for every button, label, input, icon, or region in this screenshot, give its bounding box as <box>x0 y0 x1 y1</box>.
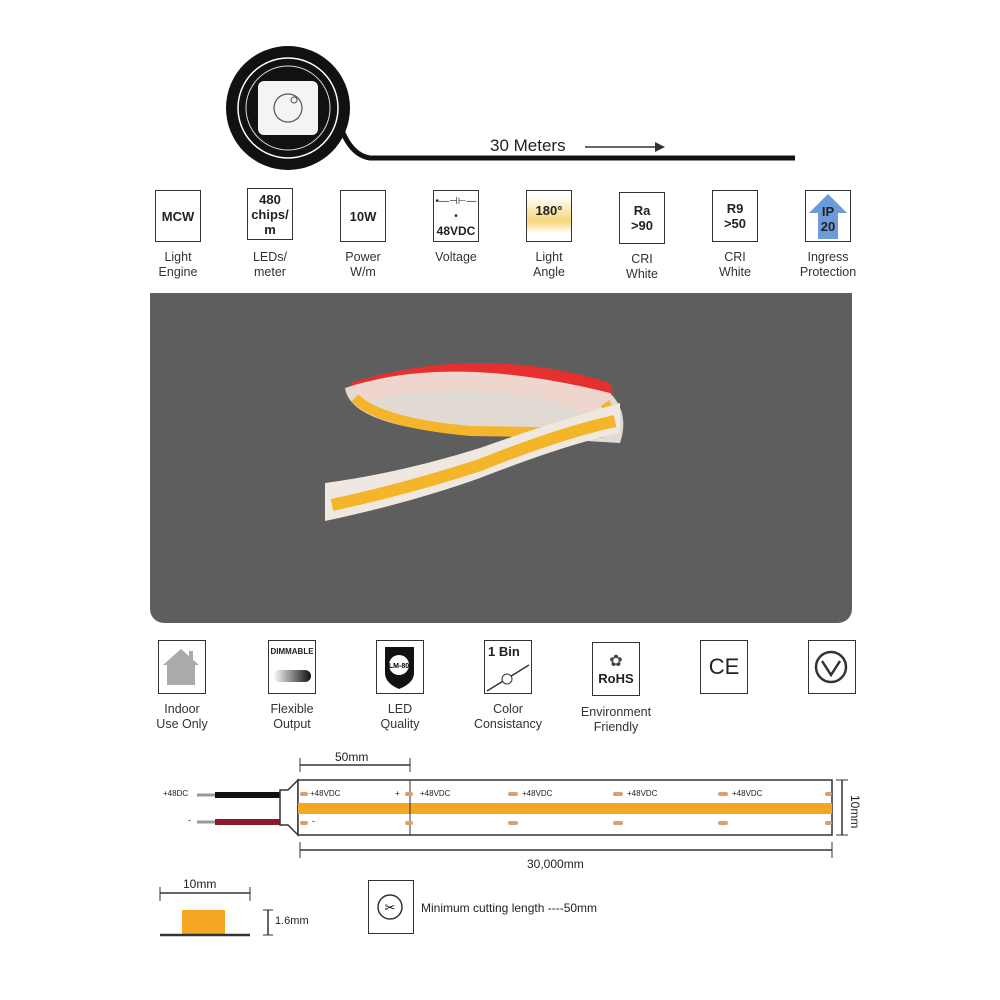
thickness-label: 1.6mm <box>275 915 309 927</box>
length-label: 30 Meters <box>490 136 566 155</box>
cutting-length-label: Minimum cutting length ----50mm <box>421 901 598 915</box>
feature-label: Indoor Use Only <box>156 702 208 731</box>
r9-icon: R9 >50 <box>712 190 758 242</box>
led-reel-illustration <box>226 46 795 170</box>
spec-label: CRI White <box>626 252 658 281</box>
spec-label: LEDs/ meter <box>252 250 288 279</box>
svg-text:✂: ✂ <box>385 901 396 916</box>
feature-label: Color Consistancy <box>473 702 543 731</box>
lm80-shield-icon: LM-80 <box>376 640 424 694</box>
pad-label: +48VDC <box>627 789 658 798</box>
voltage-icon: •—⊣⊢—•48VDC <box>433 190 479 242</box>
feature-label: Environment Friendly <box>580 705 652 734</box>
cross-width-label: 10mm <box>183 877 217 891</box>
power-icon: 10W <box>340 190 386 242</box>
pad-label: +48VDC <box>310 789 341 798</box>
leds-per-meter-icon: 480 chips/ m <box>247 188 293 240</box>
cri-icon: Ra >90 <box>619 192 665 244</box>
pad-label: +48VDC <box>420 789 451 798</box>
segment-length-label: 50mm <box>335 750 369 764</box>
scissors-cut-icon: ✂ <box>368 880 414 934</box>
feature-label: LED Quality <box>380 702 420 731</box>
spec-label: Light Angle <box>533 250 565 279</box>
spec-label: Voltage <box>435 250 477 264</box>
feature-label: Flexible Output <box>270 702 314 731</box>
svg-text:LM-80: LM-80 <box>389 663 409 670</box>
spec-label: Power W/m <box>345 250 381 279</box>
spec-label: CRI White <box>719 250 751 279</box>
pad-label: +48VDC <box>522 789 553 798</box>
positive-wire-label: +48DC <box>163 789 189 798</box>
width-label: 10mm <box>848 795 862 829</box>
product-photo-panel <box>150 293 852 623</box>
cross-section-diagram <box>159 887 273 937</box>
pad-label: - <box>312 816 315 826</box>
negative-wire-label: - <box>188 815 191 825</box>
light-engine-icon: MCW <box>155 190 201 242</box>
dimmable-icon: DIMMABLE <box>268 640 316 694</box>
spec-label: Ingress Protection <box>799 250 857 279</box>
rcm-mark-icon <box>808 640 856 694</box>
light-angle-icon: 180° <box>526 190 572 242</box>
led-strip-photo <box>325 363 624 521</box>
total-length-label: 30,000mm <box>527 857 584 871</box>
pad-label: + <box>395 789 400 798</box>
one-bin-icon: 1 Bin <box>484 640 532 694</box>
pad-label: +48VDC <box>732 789 763 798</box>
rohs-icon: ✿ RoHS <box>592 642 640 696</box>
spec-label: Light Engine <box>158 250 198 279</box>
ip-rating-icon: IP 20 <box>805 190 851 242</box>
strip-dimension-diagram <box>197 758 848 858</box>
indoor-house-icon <box>158 640 206 694</box>
ce-mark-icon: CE <box>700 640 748 694</box>
